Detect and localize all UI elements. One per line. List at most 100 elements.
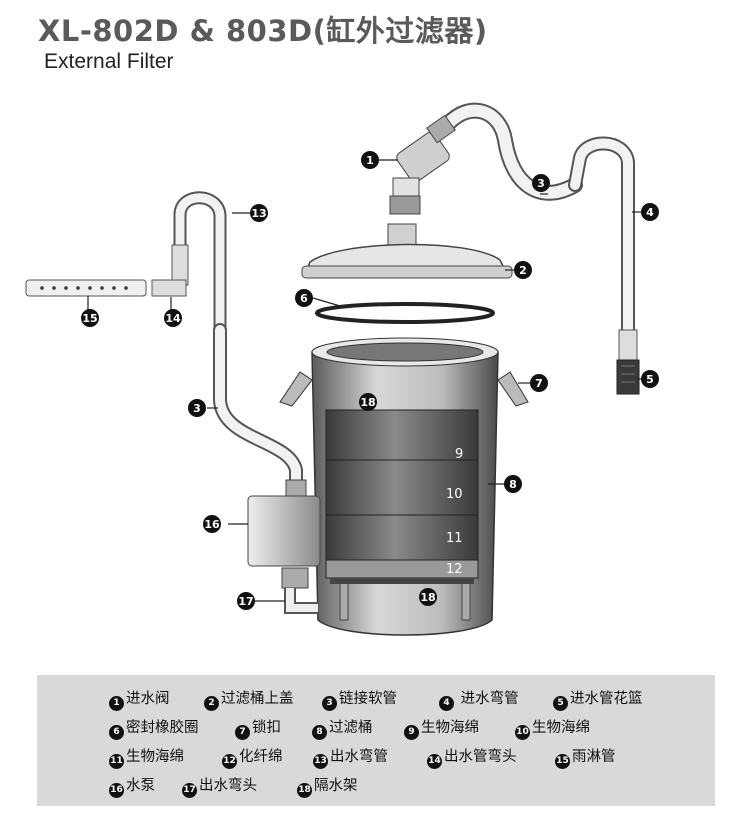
legend-number-badge: 18: [297, 783, 312, 798]
callout-17: 17: [237, 592, 255, 610]
legend-number-badge: 3: [322, 696, 337, 711]
svg-text:5: 5: [646, 373, 654, 386]
legend-number-badge: 1: [109, 696, 124, 711]
spray-bar: [25, 244, 189, 297]
callouts: 1 2 3 4 5 6 7 8 13 14 15 16 17 18 3 18: [81, 151, 659, 610]
callout-1: 1: [361, 151, 379, 169]
callout-4: 4: [641, 203, 659, 221]
layer-labels: 9 10 11 12: [446, 447, 463, 577]
legend-label: 隔水架: [314, 778, 358, 794]
legend-label: 进水阀: [126, 691, 170, 707]
callout-18-top: 18: [359, 393, 377, 411]
svg-text:6: 6: [300, 292, 308, 305]
legend-label: 生物海绵: [421, 720, 479, 736]
callout-18-bottom: 18: [419, 588, 437, 606]
legend-label: 过滤桶上盖: [221, 691, 294, 707]
svg-text:1: 1: [366, 154, 374, 167]
svg-text:14: 14: [165, 312, 181, 325]
svg-text:18: 18: [360, 396, 375, 409]
legend-number-badge: 15: [555, 754, 570, 769]
layer-label-10: 10: [446, 487, 463, 502]
callout-5: 5: [641, 370, 659, 388]
legend-number-badge: 5: [553, 696, 568, 711]
legend-number-badge: 8: [312, 725, 327, 740]
svg-text:4: 4: [646, 206, 654, 219]
legend-label: 水泵: [126, 778, 155, 794]
callout-6: 6: [295, 289, 313, 307]
legend-number-badge: 17: [182, 783, 197, 798]
legend-number-badge: 9: [404, 725, 419, 740]
pump: [247, 479, 321, 614]
callout-15: 15: [81, 309, 99, 327]
filter-diagram: 9 10 11 12: [25, 102, 659, 636]
legend-number-badge: 7: [235, 725, 250, 740]
legend-label: 密封橡胶圈: [126, 720, 199, 736]
legend-number-badge: 10: [515, 725, 530, 740]
svg-text:17: 17: [238, 595, 253, 608]
svg-text:18: 18: [420, 591, 435, 604]
svg-text:13: 13: [251, 207, 266, 220]
legend-label: 生物海绵: [126, 749, 184, 765]
svg-text:15: 15: [82, 312, 97, 325]
legend-number-badge: 11: [109, 754, 124, 769]
leader-lines: [87, 159, 641, 602]
legend-item: 4 进水弯管: [439, 687, 519, 711]
callout-14: 14: [164, 309, 182, 327]
legend-label: 锁扣: [252, 720, 281, 736]
callout-13: 13: [250, 204, 268, 222]
inlet-hose: [440, 102, 635, 337]
legend-label: 链接软管: [339, 691, 397, 707]
svg-text:3: 3: [193, 402, 201, 415]
outlet-tube: [173, 191, 303, 497]
callout-16: 16: [203, 515, 221, 533]
legend-number-badge: 12: [222, 754, 237, 769]
svg-text:16: 16: [204, 518, 220, 531]
legend-label: 生物海绵: [532, 720, 590, 736]
callout-8: 8: [504, 475, 522, 493]
legend-number-badge: 16: [109, 783, 124, 798]
legend-number-badge: 14: [427, 754, 442, 769]
legend-number-badge: 13: [313, 754, 328, 769]
legend-number-badge: 2: [204, 696, 219, 711]
svg-text:8: 8: [509, 478, 517, 491]
legend-number-badge: 4: [439, 696, 454, 711]
legend-label: 进水弯管: [456, 691, 519, 707]
filter-lid: [301, 223, 513, 279]
layer-label-11: 11: [446, 531, 463, 546]
legend-label: 过滤桶: [329, 720, 373, 736]
inlet-valve: [389, 114, 456, 215]
svg-text:7: 7: [535, 377, 543, 390]
layer-label-9: 9: [455, 447, 463, 462]
callout-3-upper: 3: [532, 174, 550, 192]
callout-2: 2: [514, 261, 532, 279]
legend-label: 出水弯头: [199, 778, 257, 794]
layer-label-12: 12: [446, 562, 463, 577]
legend-label: 出水弯管: [330, 749, 388, 765]
svg-text:3: 3: [537, 177, 545, 190]
seal-ring: [315, 302, 495, 324]
legend-label: 化纤绵: [239, 749, 283, 765]
legend-label: 雨淋管: [572, 749, 616, 765]
legend-number-badge: 6: [109, 725, 124, 740]
page-subtitle: External Filter: [44, 50, 174, 73]
